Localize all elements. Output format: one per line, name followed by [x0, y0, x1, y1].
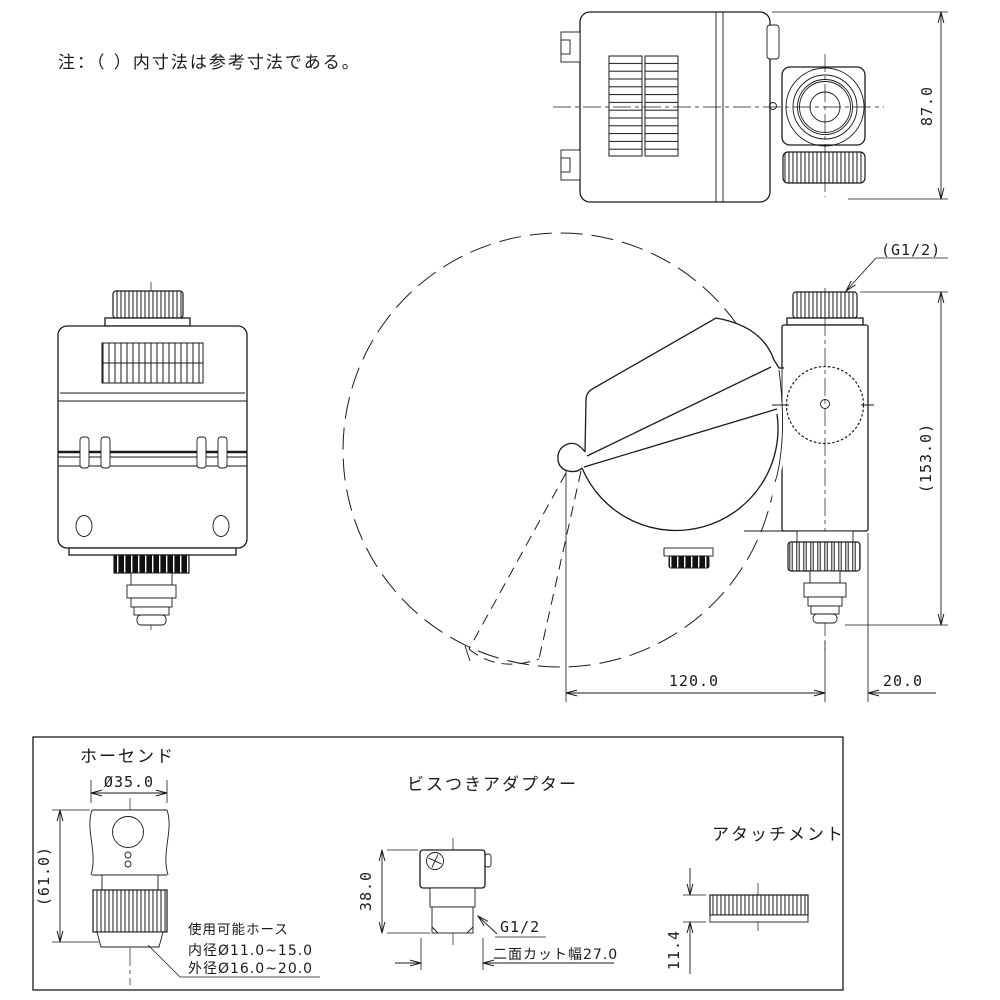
- dim-20: 20.0: [868, 672, 936, 693]
- attachment-drawing: [709, 894, 809, 923]
- top-view: 87.0: [553, 12, 948, 203]
- svg-text:87.0: 87.0: [918, 86, 936, 126]
- dim-120: 120.0: [566, 470, 869, 702]
- cover-beak: [557, 442, 586, 473]
- screw-hole-left: [75, 515, 93, 537]
- knob-flange: [104, 317, 191, 327]
- dim-g12: (G1/2): [846, 241, 948, 291]
- svg-text:内径Ø11.0~15.0: 内径Ø11.0~15.0: [188, 943, 313, 959]
- vent-louvers-top: [608, 55, 679, 157]
- dim-g12-adapter: G1/2: [478, 916, 546, 938]
- svg-text:11.4: 11.4: [665, 930, 683, 970]
- body-seam: [58, 392, 247, 402]
- svg-text:38.0: 38.0: [357, 871, 375, 911]
- dim-38: 38.0: [357, 850, 430, 933]
- svg-text:20.0: 20.0: [883, 672, 923, 690]
- pilot-hole: [769, 102, 777, 110]
- dim-flats27: 二面カット幅27.0: [395, 938, 618, 970]
- hose-nipple-front: [126, 572, 177, 626]
- reference-note: 注：（ ）内寸法は参考寸法である。: [58, 53, 361, 73]
- svg-text:Ø35.0: Ø35.0: [104, 773, 154, 791]
- screw-adapter: ビスつきアダプター 38.0 G1/2: [357, 775, 618, 970]
- attachment-label: アタッチメント: [712, 825, 845, 845]
- dim-114: 11.4: [665, 868, 706, 974]
- outlet-knurled-nut: [787, 541, 861, 572]
- svg-text:外径Ø16.0~20.0: 外径Ø16.0~20.0: [188, 961, 313, 977]
- dim-153: (153.0): [845, 292, 948, 625]
- secondary-outlet: [663, 547, 714, 569]
- parts-box-border: [32, 736, 844, 991]
- knurled-nut-front: [113, 554, 190, 574]
- hanger-hooks: [79, 436, 228, 469]
- svg-text:二面カット幅27.0: 二面カット幅27.0: [493, 947, 618, 963]
- dim-61: (61.0): [35, 810, 99, 942]
- cover-slot-upper: [586, 366, 772, 457]
- knurled-knob: [112, 290, 184, 319]
- hose-end-label: ホーセンド: [80, 747, 175, 767]
- knurled-nut-top-view: [782, 151, 866, 184]
- hose-note: 使用可能ホース 内径Ø11.0~15.0 外径Ø16.0~20.0: [147, 921, 320, 978]
- svg-text:使用可能ホース: 使用可能ホース: [188, 921, 289, 938]
- screw-icon: [426, 852, 444, 870]
- svg-text:G1/2: G1/2: [500, 918, 540, 936]
- front-view: [57, 282, 248, 633]
- cover-outer-arc: [774, 369, 784, 483]
- cover-slot-lower: [583, 408, 778, 468]
- svg-text:(153.0): (153.0): [917, 423, 935, 493]
- cover-silhouette: [557, 318, 784, 550]
- cover-visor-edge: [584, 317, 784, 453]
- dim-dia35: Ø35.0: [91, 773, 167, 803]
- base-flange: [68, 547, 237, 556]
- valve-housing-top: [781, 66, 866, 146]
- adapter-drawing: [419, 849, 492, 934]
- tab-right: [766, 24, 780, 60]
- svg-text:120.0: 120.0: [669, 672, 719, 690]
- cover: [557, 317, 784, 532]
- hose-end-drawing: [89, 809, 170, 948]
- dim-87: 87.0: [772, 12, 948, 199]
- hose-end: ホーセンド Ø35.0 (61.: [35, 747, 320, 985]
- main-outlet: [787, 530, 861, 624]
- svg-text:(G1/2): (G1/2): [881, 241, 941, 259]
- parts-box: ホーセンド Ø35.0 (61.: [32, 736, 845, 991]
- attachment: アタッチメント 11.4: [665, 825, 845, 974]
- cover-dome-arc: [581, 413, 779, 532]
- screw-hole-right: [212, 515, 230, 537]
- adapter-label: ビスつきアダプター: [407, 775, 578, 795]
- svg-text:(61.0): (61.0): [35, 846, 53, 906]
- vent-louvers-front: [101, 342, 204, 384]
- side-view: (G1/2) (153.0) 120.0 20.0: [342, 232, 948, 702]
- cover-open-position: [464, 470, 582, 665]
